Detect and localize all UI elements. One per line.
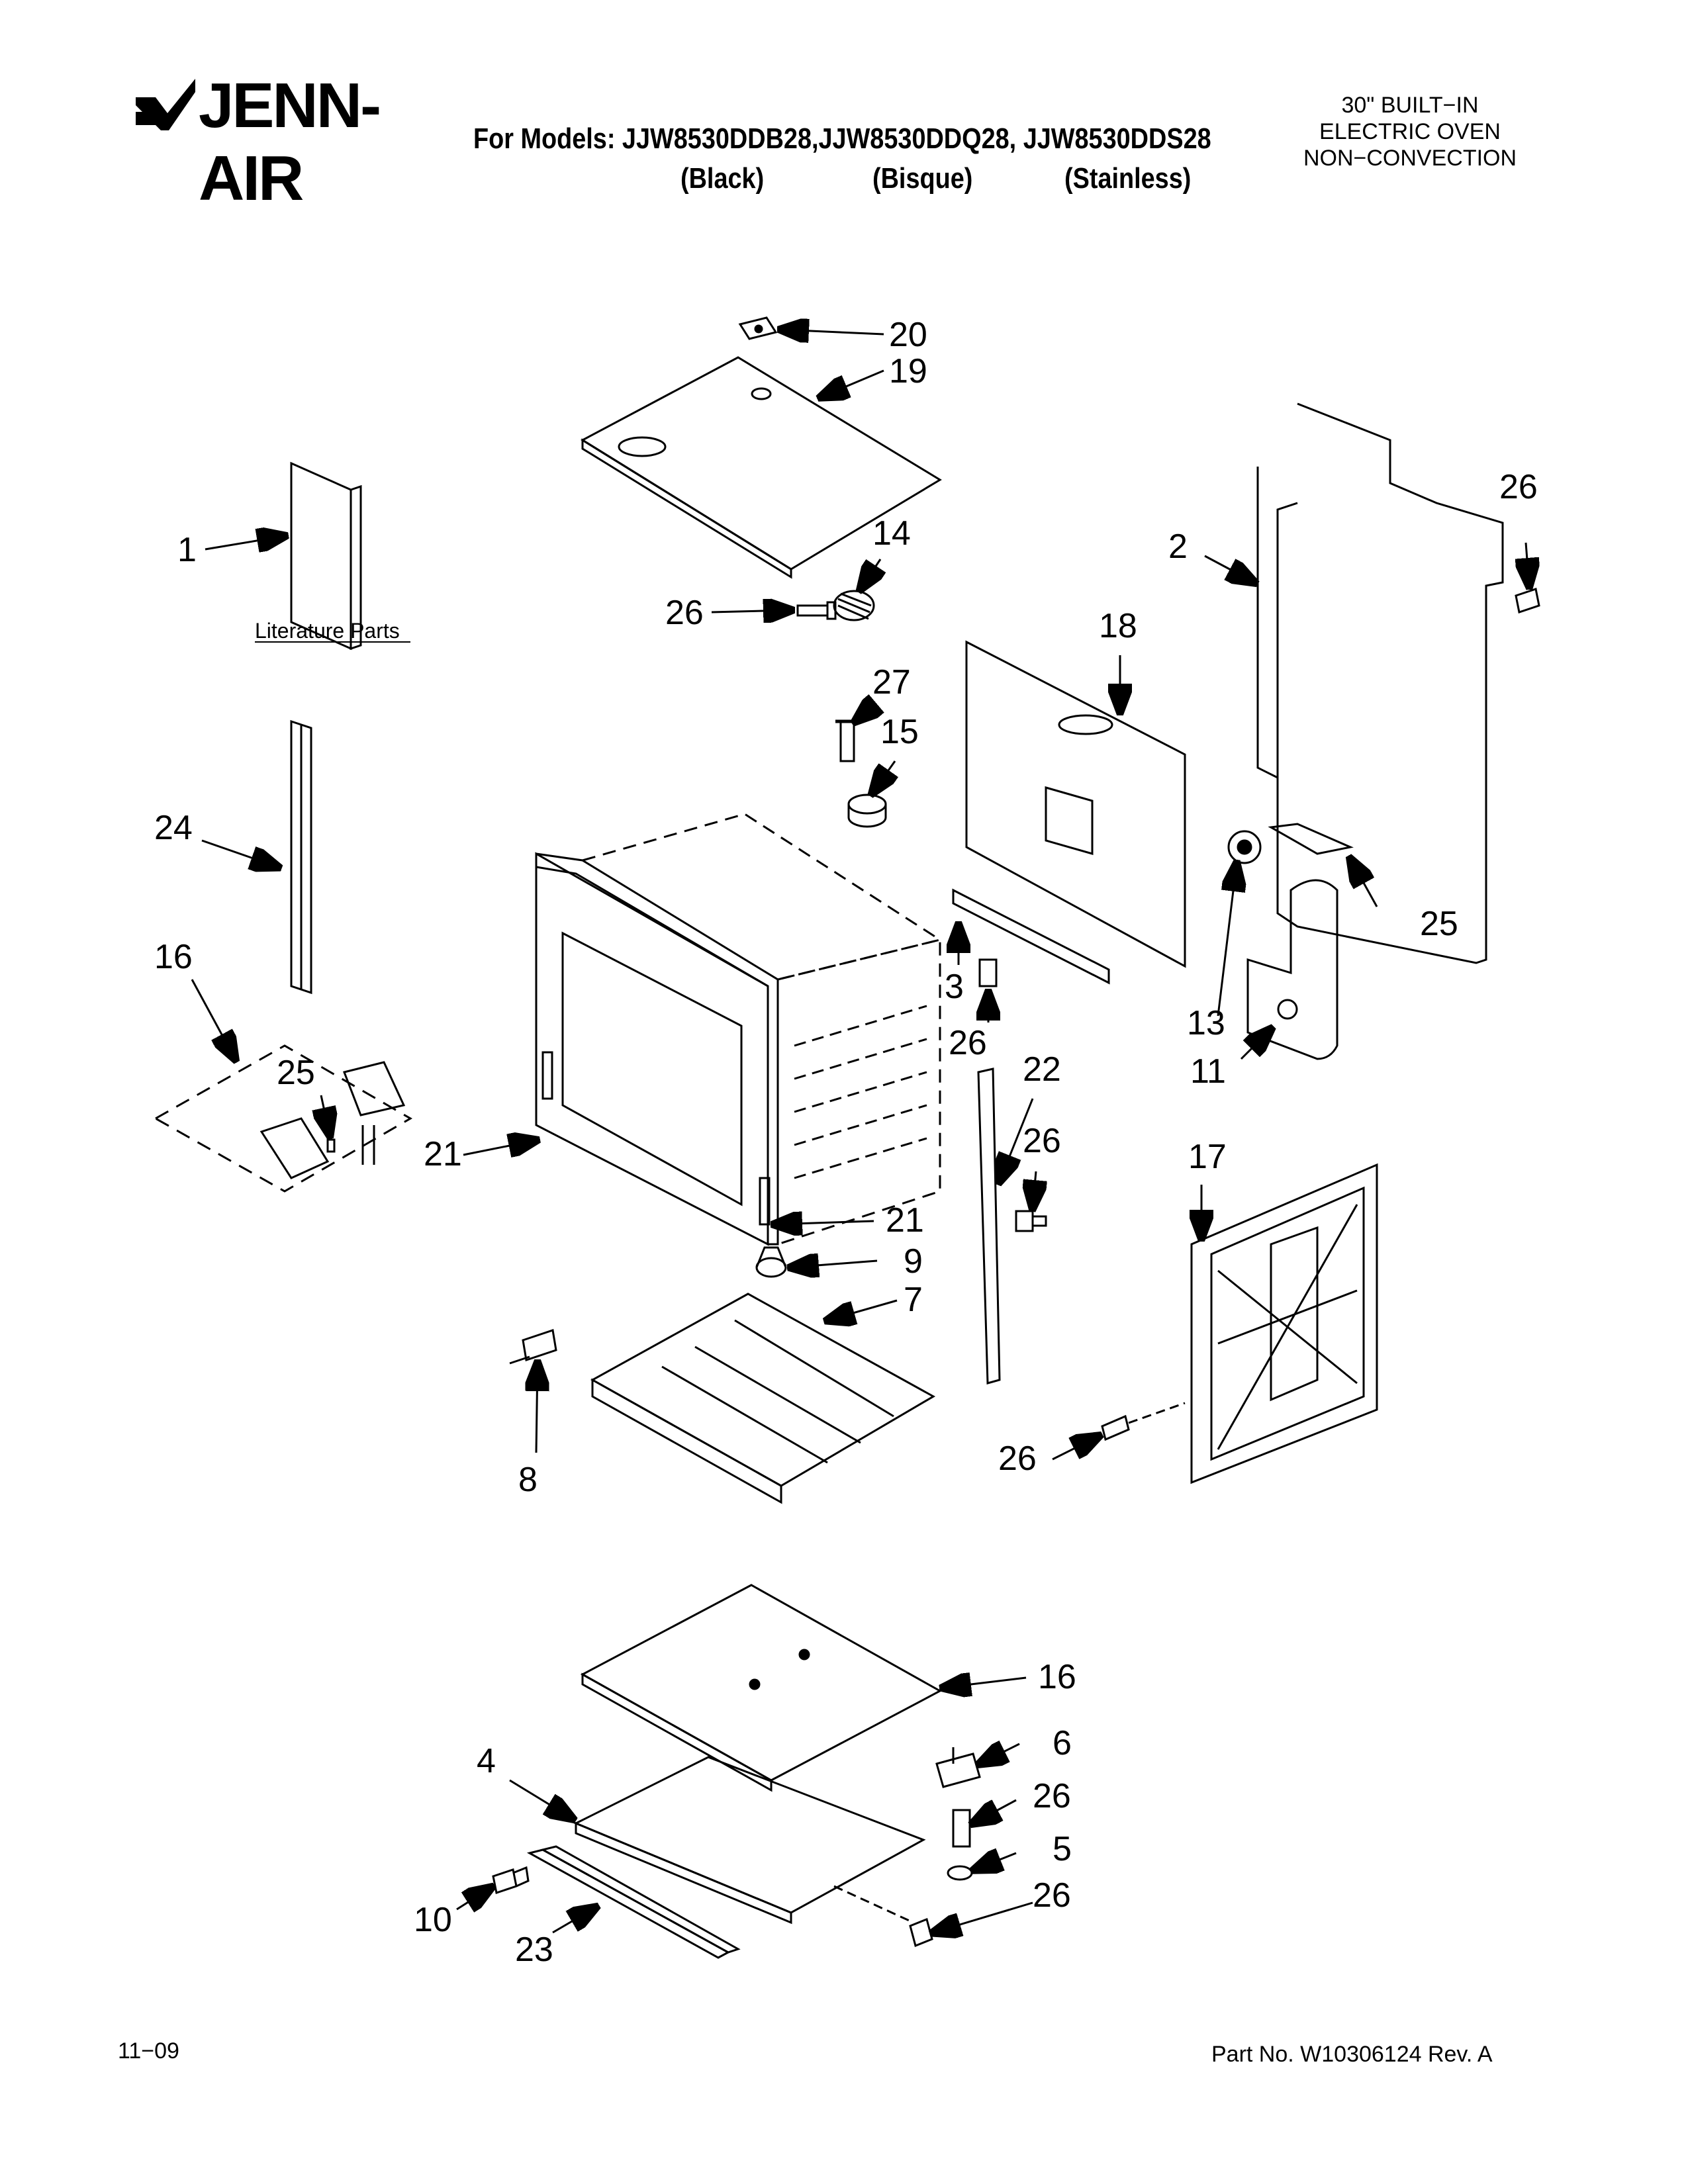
callout-21-b: 21	[886, 1201, 924, 1240]
callout-21-a: 21	[424, 1135, 462, 1173]
part-12-fan-grill-icon	[833, 590, 875, 621]
part-17-frame-icon	[1190, 1163, 1378, 1484]
callout-16: 16	[1038, 1658, 1076, 1696]
callout-26-c: 26	[949, 1024, 987, 1062]
callout-26-g: 26	[1033, 1876, 1071, 1915]
callout-8: 8	[518, 1461, 538, 1499]
part-7-tray-icon	[590, 1293, 936, 1504]
callout-6: 6	[1053, 1724, 1072, 1762]
product-type-line-1: 30" BUILT−IN	[1341, 93, 1479, 118]
part-5-nut-icon	[947, 1865, 973, 1881]
oven-cavity-icon	[535, 813, 943, 1246]
callout-3: 3	[945, 968, 964, 1006]
part-19-top-panel-icon	[580, 356, 942, 579]
callout-26-f: 26	[1033, 1777, 1071, 1815]
screw-icon	[833, 1885, 933, 1948]
callout-17: 17	[1188, 1138, 1227, 1176]
callout-18: 18	[1099, 607, 1137, 645]
callout-5: 5	[1053, 1830, 1072, 1868]
callout-1: 1	[177, 531, 197, 569]
product-type-line-2: ELECTRIC OVEN	[1319, 119, 1501, 144]
brand-name: JENN-AIR	[199, 70, 381, 214]
callout-leaders	[191, 330, 1529, 1933]
screw-icon	[796, 601, 837, 620]
literature-parts-caption: Literature Parts	[255, 619, 400, 643]
part-27-screw-icon	[835, 719, 859, 762]
callout-26-e: 26	[998, 1439, 1037, 1478]
part-8-switch-icon	[509, 1329, 557, 1365]
callout-4: 4	[477, 1742, 496, 1780]
screw-icon	[1515, 588, 1540, 614]
callout-24-a: 24	[154, 809, 193, 847]
callout-19: 19	[889, 352, 927, 390]
part-23-rail-icon	[526, 1845, 741, 1959]
screw-icon	[978, 958, 998, 987]
footer-date: 11−09	[118, 2038, 179, 2064]
screw-icon	[1015, 1210, 1047, 1232]
finish-black: (Black)	[680, 162, 765, 195]
callout-26-b: 26	[1499, 468, 1538, 506]
part-4-base-frame-icon	[573, 1756, 926, 1925]
part-9-knob-icon	[755, 1246, 787, 1278]
screw-icon	[1101, 1402, 1186, 1441]
callout-7: 7	[904, 1281, 923, 1319]
part-15-light-socket-icon	[847, 794, 887, 828]
callout-23: 23	[515, 1931, 553, 1969]
screw-icon	[952, 1809, 971, 1848]
brand-logo: JENN-AIR	[136, 69, 480, 214]
models-line: For Models: JJW8530DDB28,JJW8530DDQ28, J…	[473, 122, 1211, 155]
callout-11: 11	[1190, 1052, 1226, 1091]
part-20-plate-icon	[738, 316, 778, 340]
part-24-bracket-icon	[290, 719, 312, 995]
part-22-trim-strip-icon	[977, 1068, 1001, 1385]
part-16-bottom-panel-icon	[580, 1584, 943, 1792]
finish-bisque: (Bisque)	[872, 162, 973, 195]
callout-26-d: 26	[1023, 1122, 1061, 1160]
part-24-right-bracket-icon	[1268, 823, 1354, 855]
part-13-thermostat-icon	[1227, 830, 1262, 864]
callout-12: 14	[872, 514, 911, 553]
part-10-screw-icon	[492, 1866, 530, 1894]
callout-25: 25	[277, 1054, 315, 1092]
callout-15: 15	[880, 713, 919, 751]
brand-logo-mark-icon	[136, 79, 195, 130]
part-1-literature-icon	[290, 461, 362, 651]
footer-part-number: Part No. W10306124 Rev. A	[1211, 2042, 1493, 2067]
callout-24-b: 25	[1420, 905, 1458, 943]
callout-13: 13	[1187, 1004, 1225, 1042]
part-3-bracket-icon	[952, 888, 1110, 985]
callout-9: 9	[904, 1242, 923, 1281]
part-6-clip-icon	[935, 1747, 981, 1788]
finish-stainless: (Stainless)	[1064, 162, 1192, 195]
callout-22: 22	[1023, 1050, 1061, 1089]
part-14-assembly-icon	[153, 1044, 412, 1193]
product-type-line-3: NON−CONVECTION	[1303, 146, 1517, 171]
callout-27: 27	[872, 663, 911, 702]
part-11-duct-icon	[1246, 879, 1338, 1060]
part-18-rear-panel-icon	[965, 640, 1186, 968]
callout-14: 16	[154, 938, 193, 976]
callout-10: 10	[414, 1901, 452, 1939]
callout-2: 2	[1168, 527, 1188, 566]
callout-26-a: 26	[665, 594, 704, 632]
part-2-rear-shield-icon	[1256, 402, 1504, 964]
callout-20: 20	[889, 316, 927, 354]
